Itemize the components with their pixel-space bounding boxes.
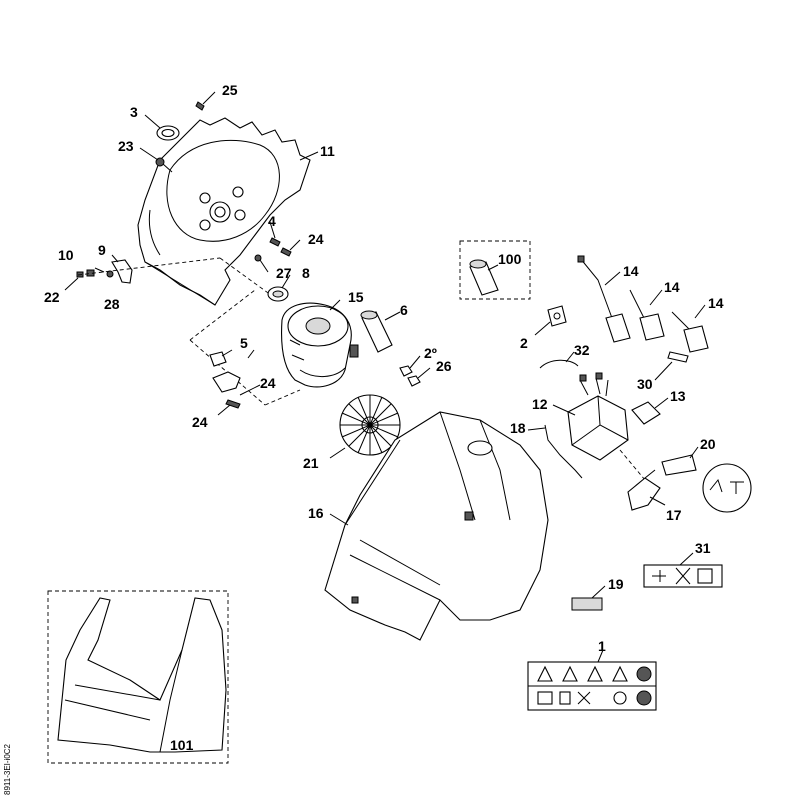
motor-housing-part-11 xyxy=(137,117,311,306)
label-part-24-bottom: 24 xyxy=(192,414,208,430)
motor-part-15 xyxy=(281,302,359,388)
bracket-part-9 xyxy=(111,259,133,284)
bearing-part-8 xyxy=(267,286,289,302)
screw-part-24-top xyxy=(280,247,292,257)
label-part-9: 9 xyxy=(98,242,106,258)
inset-part-101 xyxy=(47,590,229,764)
label-part-18: 18 xyxy=(510,420,526,436)
label-part-24-top: 24 xyxy=(308,231,324,247)
label-part-20: 20 xyxy=(700,436,716,452)
label-part-12: 12 xyxy=(532,396,548,412)
label-part-3: 3 xyxy=(130,104,138,120)
label-part-25: 25 xyxy=(222,82,238,98)
part-17 xyxy=(627,469,661,511)
label-part-14-b: 14 xyxy=(664,279,680,295)
capacitor-part-6 xyxy=(360,310,393,353)
leader-lines xyxy=(111,91,706,663)
label-part-32: 32 xyxy=(574,342,590,358)
label-part-13: 13 xyxy=(670,388,686,404)
label-part-29: 2º xyxy=(424,345,437,361)
clip-part-32 xyxy=(539,359,579,369)
label-part-15: 15 xyxy=(348,289,364,305)
switch-part-12 xyxy=(567,372,629,461)
label-part-4: 4 xyxy=(268,213,276,229)
label-part-30: 30 xyxy=(637,376,653,392)
cable-part-14-b xyxy=(629,289,665,341)
label-part-22: 22 xyxy=(44,289,60,305)
label-part-11: 11 xyxy=(320,143,335,159)
cable-part-14-c xyxy=(671,311,709,353)
screw-part-25 xyxy=(195,101,205,111)
label-part-31: 31 xyxy=(695,540,711,556)
optional-capacitor-part-100 xyxy=(459,240,531,300)
label-part-24-mid: 24 xyxy=(260,375,276,391)
decal-part-20 xyxy=(661,454,752,513)
part-number-labels: 3 25 23 11 4 24 10 9 27 8 22 28 15 6 5 2… xyxy=(44,82,724,753)
seal-ring-part-3 xyxy=(156,125,180,141)
label-part-21: 21 xyxy=(303,455,319,471)
label-part-16: 16 xyxy=(308,505,324,521)
part-30 xyxy=(667,351,689,363)
label-part-27: 27 xyxy=(276,265,292,281)
housing-part-16 xyxy=(324,411,549,641)
spring-part-18 xyxy=(544,424,583,479)
label-part-1: 1 xyxy=(598,638,606,654)
warning-label-part-1 xyxy=(527,661,657,711)
label-part-6: 6 xyxy=(400,302,408,318)
label-part-8: 8 xyxy=(302,265,310,281)
cable-lock-part-2 xyxy=(547,305,567,327)
drawing-code: 8911-3EI-i0C2 xyxy=(3,743,12,795)
cable-part-14-a xyxy=(577,255,631,343)
label-part-17: 17 xyxy=(666,507,682,523)
label-part-28: 28 xyxy=(104,296,120,312)
label-part-100: 100 xyxy=(498,251,522,267)
label-part-2: 2 xyxy=(520,335,528,351)
nut-part-29 xyxy=(399,365,413,377)
decal-part-31 xyxy=(643,564,723,588)
label-part-10: 10 xyxy=(58,247,74,263)
nut-part-26 xyxy=(407,375,421,387)
washer-part-28 xyxy=(106,270,114,278)
label-part-14-a: 14 xyxy=(623,263,639,279)
decal-part-19 xyxy=(571,597,603,611)
fan-part-21 xyxy=(339,394,401,456)
label-part-5: 5 xyxy=(240,335,248,351)
holder-part-24 xyxy=(212,371,241,409)
label-part-14-c: 14 xyxy=(708,295,724,311)
label-part-101: 101 xyxy=(170,737,194,753)
label-part-23: 23 xyxy=(118,138,134,154)
washer-part-27 xyxy=(254,254,262,262)
screw-part-4 xyxy=(269,237,281,247)
label-part-19: 19 xyxy=(608,576,624,592)
part-13 xyxy=(631,401,661,425)
label-part-26: 26 xyxy=(436,358,452,374)
clip-part-5 xyxy=(209,349,255,367)
